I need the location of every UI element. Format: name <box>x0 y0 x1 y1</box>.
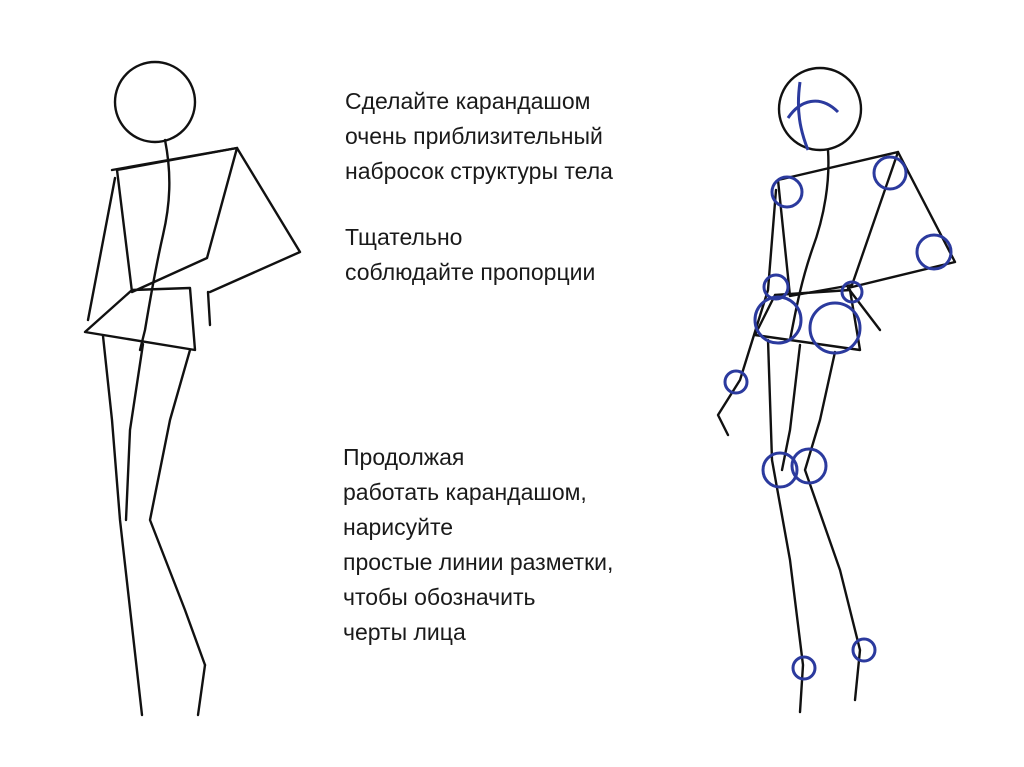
instruction-step-1: Сделайте карандашом очень приблизительны… <box>345 84 613 189</box>
left-arm <box>208 146 302 294</box>
left-spine <box>138 138 171 352</box>
right-torso <box>776 150 900 298</box>
right-head <box>777 66 863 152</box>
instruction-line: Продолжая <box>343 444 465 470</box>
right-leg-1 <box>766 338 805 714</box>
right-pelvis <box>753 288 862 352</box>
left-leg-3 <box>124 342 145 522</box>
left-hand <box>206 290 212 327</box>
left-shoulder-line <box>110 146 239 172</box>
instruction-line: простые линии разметки, <box>343 549 614 575</box>
waist-joint-left <box>762 273 790 301</box>
instruction-line: работать карандашом, <box>343 479 587 505</box>
hip-joint-right <box>808 301 862 355</box>
face-guide-vertical <box>796 81 810 151</box>
instruction-line: черты лица <box>343 619 466 645</box>
left-leg-2 <box>148 348 207 667</box>
face-guide-mark <box>786 99 840 119</box>
left-pelvis <box>83 286 197 352</box>
elbow-joint <box>915 233 953 271</box>
shoulder-joint-right <box>872 155 908 191</box>
waist-joint-right <box>840 280 864 304</box>
shoulder-joint-left <box>770 175 804 209</box>
instruction-line: соблюдайте пропорции <box>345 259 596 285</box>
instruction-line: нарисуйте <box>343 514 454 540</box>
knee-joint-right <box>790 447 828 485</box>
left-arm-raised <box>86 176 117 322</box>
left-head <box>113 60 197 144</box>
instruction-line: чтобы обозначить <box>343 584 536 610</box>
left-leg-1 <box>101 334 144 717</box>
right-arm <box>846 150 957 290</box>
instruction-step-3: Продолжая работать карандашом, нарисуйте… <box>343 440 613 650</box>
instruction-line: набросок структуры тела <box>345 158 613 184</box>
right-leg-3 <box>780 343 802 472</box>
right-back-arm <box>716 188 778 437</box>
instruction-line: Тщательно <box>345 224 463 250</box>
hip-joint-left <box>753 295 803 345</box>
instruction-step-2: Тщательно соблюдайте пропорции <box>345 220 595 290</box>
left-foot <box>196 663 207 717</box>
right-spine <box>788 148 830 342</box>
wrist-joint <box>723 369 749 395</box>
ankle-joint-right <box>851 637 877 663</box>
ankle-joint-left <box>791 655 817 681</box>
right-hand <box>846 286 882 332</box>
left-figure <box>83 60 302 717</box>
right-figure <box>716 66 957 714</box>
instruction-line: очень приблизительный <box>345 123 603 149</box>
knee-joint-left <box>761 451 799 489</box>
left-torso <box>115 146 239 294</box>
joint-markers <box>723 81 953 681</box>
instruction-line: Сделайте карандашом <box>345 88 591 114</box>
